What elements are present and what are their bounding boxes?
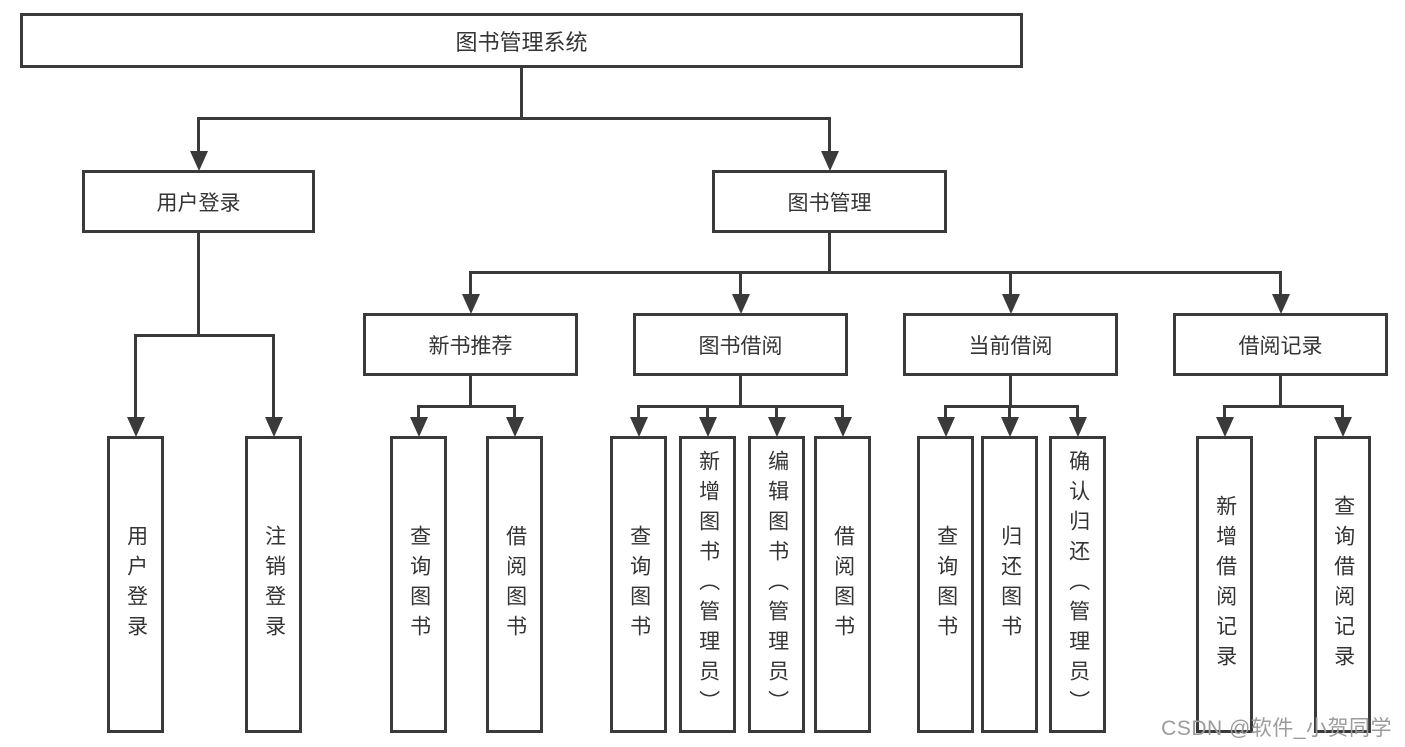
- node-borrow-add-admin: 新增图书（管理员）: [679, 436, 736, 733]
- connector-line: [417, 404, 516, 408]
- arrow-down-icon: [1271, 294, 1290, 314]
- connector-line: [1009, 376, 1012, 406]
- node-borrow-query-label: 查询图书: [627, 524, 651, 645]
- node-records-add: 新增借阅记录: [1196, 436, 1253, 733]
- node-root: 图书管理系统: [20, 13, 1023, 68]
- arrow-down-icon: [409, 417, 428, 437]
- node-borrow-records-label: 借阅记录: [1238, 334, 1323, 358]
- connector-line: [1009, 272, 1012, 307]
- node-root-label: 图书管理系统: [455, 29, 588, 55]
- connector-line: [1223, 404, 1344, 408]
- node-borrow-edit-admin-label: 编辑图书（管理员）: [765, 449, 789, 720]
- node-borrow-add-admin-label: 新增图书（管理员）: [696, 449, 720, 720]
- connector-line: [828, 118, 831, 164]
- connector-line: [739, 376, 742, 406]
- connector-line: [469, 272, 472, 307]
- connector-line: [637, 404, 844, 408]
- node-book-mgmt-label: 图书管理: [787, 191, 872, 215]
- arrow-down-icon: [1001, 294, 1020, 314]
- node-borrow-borrow: 借阅图书: [814, 436, 871, 733]
- connector-line: [1279, 272, 1282, 307]
- connector-line: [739, 272, 742, 307]
- arrow-down-icon: [505, 417, 524, 437]
- connector-line: [197, 118, 200, 164]
- node-current-confirm-admin-label: 确认归还（管理员）: [1066, 449, 1090, 720]
- node-borrow-edit-admin: 编辑图书（管理员）: [748, 436, 805, 733]
- node-current-query: 查询图书: [917, 436, 974, 733]
- node-book-borrow-label: 图书借阅: [698, 334, 783, 358]
- arrow-down-icon: [264, 417, 283, 437]
- arrow-down-icon: [126, 417, 145, 437]
- arrow-down-icon: [833, 417, 852, 437]
- node-borrow-borrow-label: 借阅图书: [831, 524, 855, 645]
- node-records-query-label: 查询借阅记录: [1331, 494, 1355, 675]
- node-current-confirm-admin: 确认归还（管理员）: [1049, 436, 1106, 733]
- arrow-down-icon: [1215, 417, 1234, 437]
- connector-line: [134, 335, 137, 430]
- node-newbooks-borrow: 借阅图书: [486, 436, 543, 733]
- node-current-query-label: 查询图书: [934, 524, 958, 645]
- arrow-down-icon: [1000, 417, 1019, 437]
- node-new-books-label: 新书推荐: [428, 334, 513, 358]
- arrow-down-icon: [731, 294, 750, 314]
- connector-line: [134, 333, 275, 337]
- arrow-down-icon: [936, 417, 955, 437]
- node-book-mgmt: 图书管理: [712, 170, 947, 233]
- node-logout: 注销登录: [245, 436, 302, 733]
- arrow-down-icon: [1333, 417, 1352, 437]
- node-current-borrow-label: 当前借阅: [968, 334, 1053, 358]
- node-user-login-leaf: 用户登录: [107, 436, 164, 733]
- node-newbooks-query: 查询图书: [390, 436, 447, 733]
- connector-line: [197, 116, 831, 120]
- node-records-add-label: 新增借阅记录: [1213, 494, 1237, 675]
- arrow-down-icon: [461, 294, 480, 314]
- node-borrow-query: 查询图书: [610, 436, 667, 733]
- connector-line: [469, 376, 472, 406]
- arrow-down-icon: [629, 417, 648, 437]
- connector-line: [197, 233, 200, 335]
- node-user-login-label: 用户登录: [156, 191, 241, 215]
- node-logout-label: 注销登录: [262, 524, 286, 645]
- node-user-login-leaf-label: 用户登录: [124, 524, 148, 645]
- connector-line: [469, 270, 1282, 274]
- node-newbooks-query-label: 查询图书: [407, 524, 431, 645]
- node-book-borrow: 图书借阅: [633, 313, 848, 376]
- connector-line: [944, 404, 1079, 408]
- arrow-down-icon: [1068, 417, 1087, 437]
- arrow-down-icon: [698, 417, 717, 437]
- connector-line: [519, 68, 523, 118]
- connector-line: [828, 233, 831, 272]
- arrow-down-icon: [767, 417, 786, 437]
- node-user-login: 用户登录: [82, 170, 315, 233]
- watermark: CSDN @软件_小贺同学: [1161, 717, 1392, 740]
- node-current-return: 归还图书: [981, 436, 1038, 733]
- node-current-borrow: 当前借阅: [903, 313, 1118, 376]
- node-current-return-label: 归还图书: [998, 524, 1022, 645]
- node-records-query: 查询借阅记录: [1314, 436, 1371, 733]
- arrow-down-icon: [189, 151, 208, 171]
- arrow-down-icon: [820, 151, 839, 171]
- connector-line: [272, 335, 275, 430]
- connector-line: [1279, 376, 1282, 406]
- node-borrow-records: 借阅记录: [1173, 313, 1388, 376]
- node-newbooks-borrow-label: 借阅图书: [503, 524, 527, 645]
- node-new-books: 新书推荐: [363, 313, 578, 376]
